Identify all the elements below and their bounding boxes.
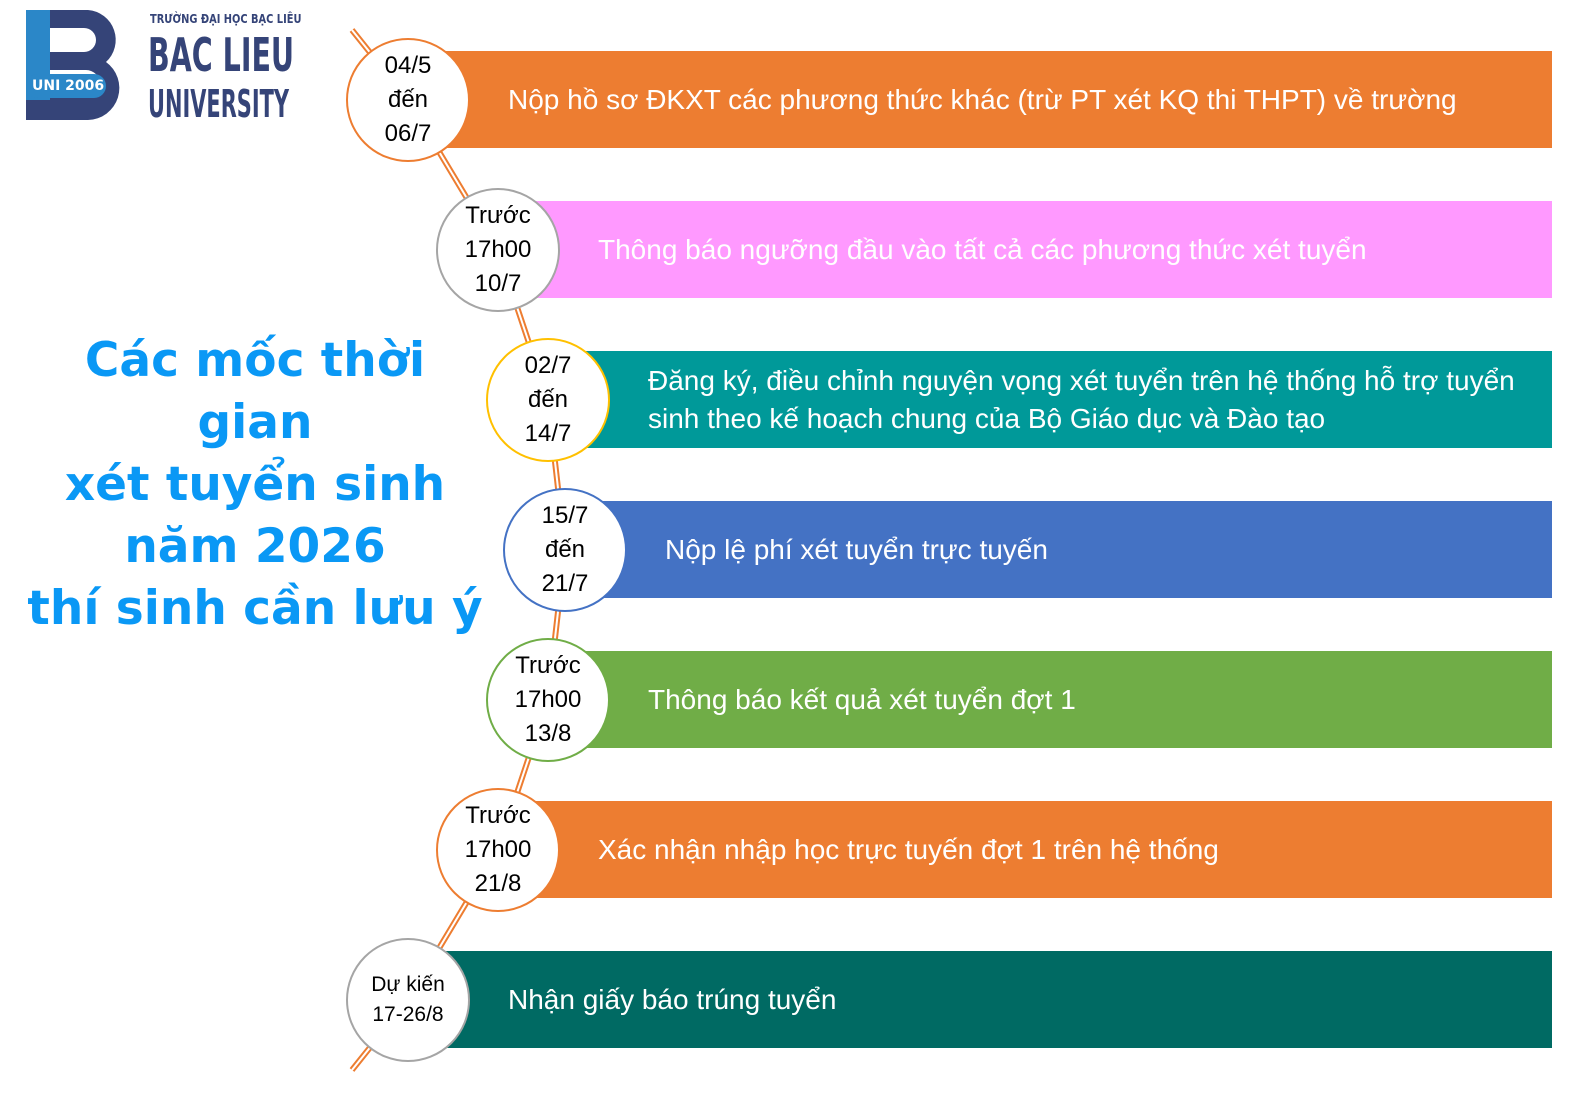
university-logo: UNI 2006 TRƯỜNG ĐẠI HỌC BẠC LIÊU BAC LIE… [26, 10, 316, 126]
milestone-date-line: Trước [465, 802, 531, 829]
milestone-bar: Nộp hồ sơ ĐKXT các phương thức khác (trừ… [428, 51, 1552, 148]
milestone-date-line: 15/7 [541, 502, 589, 529]
milestone-date-line: Dự kiến [371, 973, 445, 996]
page-title: Các mốc thời gian xét tuyển sinh năm 202… [20, 330, 490, 640]
title-line: xét tuyển sinh [64, 457, 446, 512]
milestone-date-circle: Trước 17h00 13/8 [486, 638, 610, 762]
milestone-text: Thông báo ngưỡng đầu vào tất cả các phươ… [598, 233, 1367, 265]
milestone-bar: Thông báo kết quả xét tuyển đợt 1 [568, 651, 1552, 748]
milestone-date-line: Trước [465, 202, 531, 229]
milestone-date-circle: 04/5 đến 06/7 [346, 38, 470, 162]
logo-school-name: TRƯỜNG ĐẠI HỌC BẠC LIÊU [150, 12, 302, 26]
milestone-date-circle: 15/7 đến 21/7 [503, 488, 627, 612]
milestone-date-line: đến [527, 386, 569, 413]
milestone-bar: Nhận giấy báo trúng tuyển [428, 951, 1552, 1048]
milestone-text: Thông báo kết quả xét tuyển đợt 1 [648, 683, 1076, 715]
milestone-text: Đăng ký, điều chỉnh nguyện vọng xét tuyể… [648, 364, 1515, 434]
logo-badge: UNI 2006 [32, 78, 105, 94]
milestone-date-line: 21/8 [474, 870, 522, 897]
milestone-bar: Thông báo ngưỡng đầu vào tất cả các phươ… [518, 201, 1552, 298]
milestone-bar: Nộp lệ phí xét tuyển trực tuyến [585, 501, 1552, 598]
milestone-text: Xác nhận nhập học trực tuyến đợt 1 trên … [598, 833, 1219, 865]
milestone-date-line: 02/7 [524, 352, 572, 379]
milestone-date-circle: 02/7 đến 14/7 [486, 338, 610, 462]
milestone-date-line: Trước [515, 652, 581, 679]
milestone-date-circle: Dự kiến 17-26/8 [346, 938, 470, 1062]
milestone-date-line: 10/7 [474, 270, 522, 297]
milestone-bar: Đăng ký, điều chỉnh nguyện vọng xét tuyể… [568, 351, 1552, 448]
logo-b-mark-icon [26, 10, 120, 120]
milestone-date-line: 17h00 [464, 836, 532, 863]
milestone-date-line: đến [544, 536, 586, 563]
milestone-date-circle: Trước 17h00 10/7 [436, 188, 560, 312]
milestone-text: Nhận giấy báo trúng tuyển [508, 983, 837, 1015]
title-line: năm 2026 [124, 519, 386, 574]
milestone-date-line: đến [387, 86, 429, 113]
milestone-date-line: 14/7 [524, 420, 572, 447]
milestone-date-line: 21/7 [541, 570, 589, 597]
title-line: thí sinh cần lưu ý [27, 581, 483, 636]
milestone-date-line: 13/8 [524, 720, 572, 747]
milestone-bar: Xác nhận nhập học trực tuyến đợt 1 trên … [518, 801, 1552, 898]
milestone-text: Nộp lệ phí xét tuyển trực tuyến [665, 533, 1048, 565]
milestone-date-circle: Trước 17h00 21/8 [436, 788, 560, 912]
title-line: Các mốc thời gian [84, 333, 426, 450]
milestone-date-line: 06/7 [384, 120, 432, 147]
milestone-date-line: 04/5 [384, 52, 432, 79]
milestone-date-line: 17h00 [514, 686, 582, 713]
logo-name-line2: UNIVERSITY [148, 82, 290, 126]
milestone-date-line: 17h00 [464, 236, 532, 263]
logo-name-line1: BAC LIEU [148, 28, 295, 82]
milestone-text: Nộp hồ sơ ĐKXT các phương thức khác (trừ… [508, 83, 1457, 115]
milestone-date-line: 17-26/8 [372, 1003, 444, 1026]
